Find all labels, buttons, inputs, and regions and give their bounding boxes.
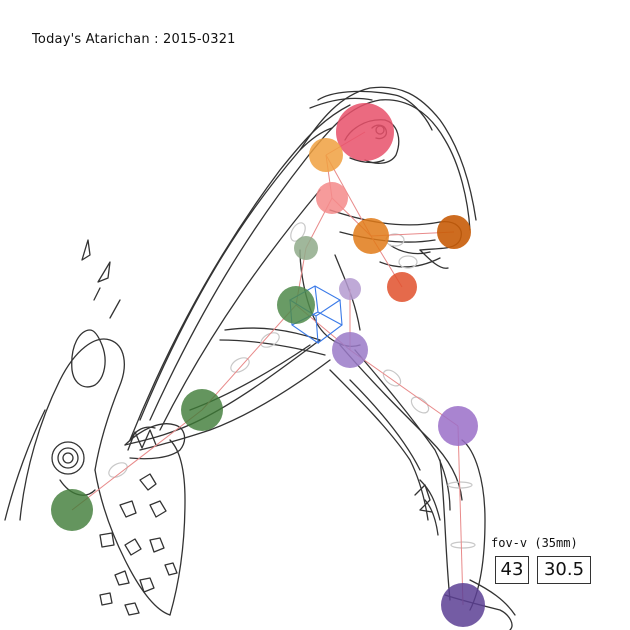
right-elbow-joint[interactable] — [294, 236, 318, 260]
left-hand-joint[interactable] — [387, 272, 417, 302]
fov-value-a[interactable]: 43 — [495, 556, 529, 584]
right-foot-joint[interactable] — [441, 583, 485, 627]
right-shoulder-joint[interactable] — [437, 215, 471, 249]
left-knee-joint[interactable] — [181, 389, 223, 431]
right-knee-joint[interactable] — [438, 406, 478, 446]
fov-value-b[interactable]: 30.5 — [537, 556, 591, 584]
chest-joint[interactable] — [316, 182, 348, 214]
pelvis-joint[interactable] — [277, 286, 315, 324]
sketch-lines — [4, 86, 516, 630]
neck-joint[interactable] — [309, 138, 343, 172]
head-joint[interactable] — [336, 103, 394, 161]
skeleton-bones — [71, 131, 464, 606]
page-title: Today's Atarichan : 2015-0321 — [32, 32, 236, 47]
hip-joint[interactable] — [332, 332, 368, 368]
left-foot-joint[interactable] — [51, 489, 93, 531]
joint-markers — [51, 103, 485, 627]
right-hip-joint[interactable] — [339, 278, 361, 300]
fov-label: fov-v (35mm) — [491, 536, 578, 550]
limb-rings — [108, 222, 476, 549]
left-shoulder-joint[interactable] — [353, 218, 389, 254]
